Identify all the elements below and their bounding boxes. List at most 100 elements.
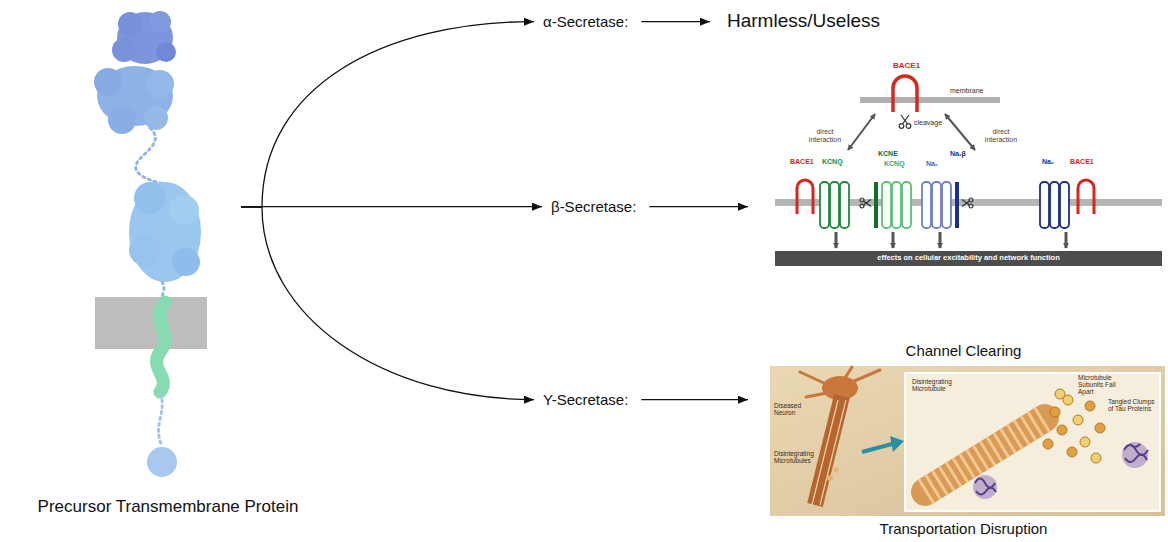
neuron-figure-part — [1085, 401, 1095, 411]
protein-figure-part — [156, 42, 176, 62]
illustration-label: Disintegrating Microtubules — [774, 450, 816, 464]
bace1-figure-part — [893, 76, 917, 112]
protein-figure-part — [157, 302, 165, 392]
illustration-label: BACE1 — [893, 62, 920, 71]
bace1-figure-part — [820, 182, 829, 228]
bace1-figure-part-part — [901, 115, 908, 124]
bace1-figure-part-part — [864, 201, 872, 207]
flow-arrow — [649, 206, 748, 207]
outcome-figure-node: Transportation Disruption — [762, 364, 1165, 540]
protein-figure-part — [159, 394, 163, 446]
bace1-figure-part — [775, 251, 1162, 266]
illustration-label: BACE1 — [1070, 158, 1094, 166]
node-text: Harmless/Useless — [727, 10, 880, 32]
bace1-figure-part — [860, 198, 871, 208]
neuron-figure-part — [820, 400, 846, 505]
illustration-label: KCNE — [878, 150, 898, 158]
outcome-figure-node: Channel Clearing — [762, 64, 1165, 362]
neuron-figure-part — [800, 367, 880, 397]
bace1-figure-part — [955, 182, 959, 228]
protein-figure-part — [144, 106, 168, 130]
bace1-figure-part — [840, 182, 849, 228]
bace1-figure-part — [962, 198, 973, 208]
protein-figure-part — [118, 12, 142, 36]
protein-figure-part — [112, 38, 136, 62]
bace1-figure-part — [932, 182, 941, 228]
illustration-label: cleavage — [914, 119, 942, 127]
figure-caption: Precursor Transmembrane Protein — [38, 497, 299, 517]
bace1-figure-part — [1065, 232, 1068, 248]
bace1-figure-part-part — [906, 124, 911, 129]
illustration-label: Disintegrating Microtubule — [912, 378, 958, 392]
enzyme-label: β-Secretase: — [548, 196, 639, 217]
flow-arrow — [641, 399, 748, 400]
illustration-label: direct interaction — [806, 128, 844, 143]
protein-figure-part — [146, 70, 174, 98]
bace1-figure-part — [860, 97, 1000, 103]
bace1-figure-part — [942, 182, 951, 228]
figure-caption: Transportation Disruption — [880, 520, 1048, 537]
bace1-figure-part — [874, 182, 878, 228]
illustration-label: Tangled Clumps of Tau Proteins — [1108, 398, 1156, 412]
flow-arrow — [241, 207, 534, 400]
bace1-figure-part — [899, 115, 911, 128]
bace1-figure-part — [848, 114, 875, 150]
node-text: β-Secretase: — [551, 198, 636, 215]
neuron-figure-part — [827, 475, 833, 481]
bace1-figure-part — [1050, 182, 1059, 228]
bace1-figure-part — [775, 199, 1162, 206]
bace1-figure-part-part — [969, 204, 973, 208]
protein-figure-part — [147, 447, 177, 477]
neuron-figure-part — [1122, 442, 1148, 468]
neuron-figure-part — [890, 436, 904, 452]
protein-figure-part — [134, 182, 166, 214]
bace1-figure-part — [945, 114, 975, 150]
protein-figure-part — [129, 182, 201, 282]
bace1-figure-part — [882, 182, 891, 228]
bace1-figure-part-part — [864, 200, 872, 206]
flow-arrow — [641, 21, 710, 22]
illustration-label: KCNQ — [822, 158, 843, 166]
protein-figure-part — [136, 128, 172, 186]
protein-figure-part — [169, 195, 199, 225]
neuron-figure-part — [822, 376, 858, 400]
neuron-figure — [770, 366, 1165, 516]
bace1-figure-part-part — [903, 115, 910, 124]
neuron-figure-part — [815, 396, 842, 505]
neuron-figure-part — [973, 475, 997, 499]
bace1-figure-part — [892, 182, 901, 228]
illustration-label: Naᵥ — [926, 160, 938, 168]
neuron-figure-part — [1095, 423, 1105, 433]
node-text: α-Secretase: — [543, 13, 628, 30]
protein-figure-part — [94, 68, 122, 96]
bace1-figure-part — [922, 182, 931, 228]
bace1-figure-part-part — [860, 198, 864, 202]
bace1-figure-part — [1040, 182, 1049, 228]
neuron-figure-part — [1050, 407, 1060, 417]
node-text: Υ-Secretase: — [543, 391, 628, 408]
neuron-figure-part — [770, 366, 1165, 516]
illustration-label: Naᵥβ — [950, 150, 966, 158]
neuron-figure-part — [812, 400, 838, 505]
neuron-figure-part — [1080, 437, 1090, 447]
illustration-label: Microtubule Subunits Fall Apart — [1078, 374, 1130, 395]
bace1-figure-part — [835, 232, 838, 248]
protein-figure-part — [97, 66, 173, 126]
protein-figure-part — [149, 11, 171, 33]
illustration-label: effects on cellular excitability and net… — [775, 254, 1162, 262]
bace1-figure-part-part — [899, 124, 904, 129]
illustration-label: Diseased Neuron — [774, 402, 814, 416]
outcome-label: Harmless/Useless — [724, 8, 883, 34]
neuron-figure-part — [834, 468, 839, 473]
enzyme-label: Υ-Secretase: — [540, 389, 631, 410]
figure-caption: Channel Clearing — [906, 342, 1022, 359]
illustration-label: direct interaction — [982, 128, 1020, 143]
bace1-figure-part — [1060, 182, 1069, 228]
neuron-figure-part — [1073, 415, 1083, 425]
protein-figure-part — [172, 248, 200, 276]
neuron-figure-part — [925, 418, 1045, 492]
bace1-figure-part-part — [860, 204, 864, 208]
